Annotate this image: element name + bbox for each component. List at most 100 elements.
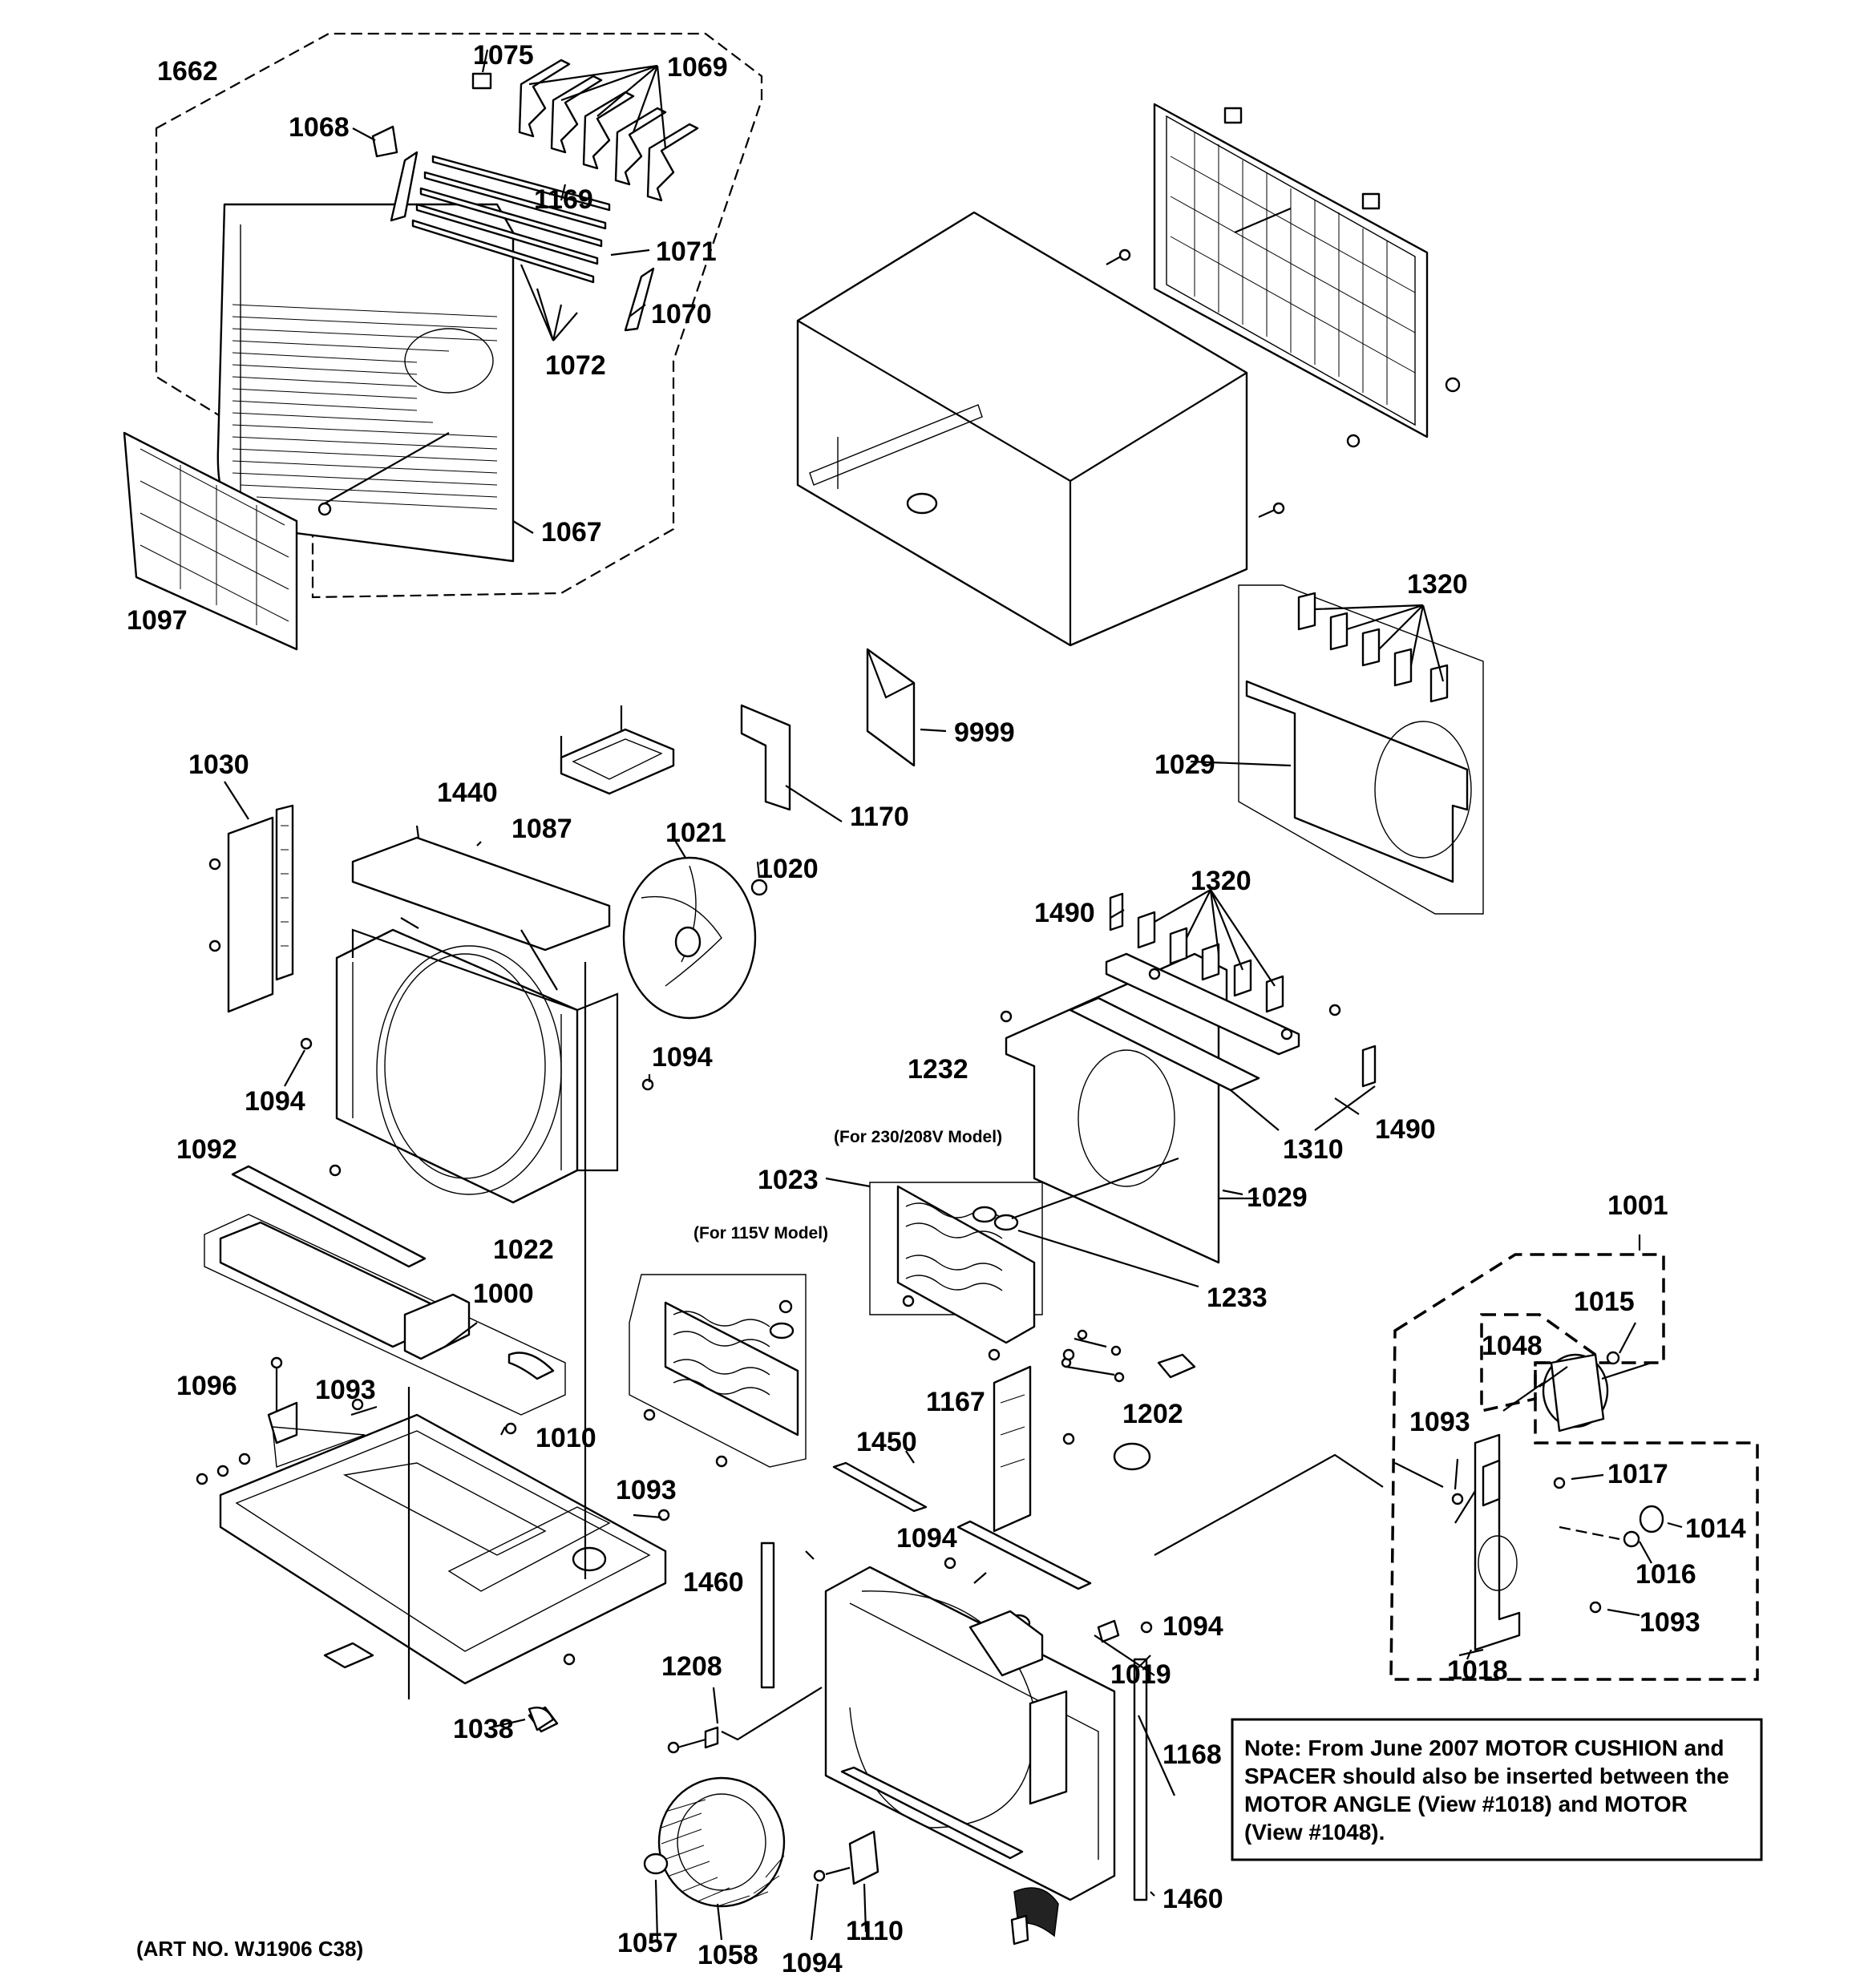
note-box: Note: From June 2007 MOTOR CUSHION and S… <box>1231 1718 1763 1861</box>
air-filter <box>123 431 298 651</box>
callout-1068: 1068 <box>289 112 350 143</box>
orifice-panel-upper <box>1190 584 1484 915</box>
callout-1094-c: 1094 <box>896 1523 957 1554</box>
callout-1072: 1072 <box>545 350 606 381</box>
bracket-1110 <box>848 1830 879 1885</box>
louver-clips <box>518 59 699 202</box>
callout-1075: 1075 <box>473 40 534 71</box>
callout-1070: 1070 <box>651 299 712 329</box>
blower-wheel-1058 <box>643 1776 786 1908</box>
seal-1460-right <box>1133 1658 1148 1901</box>
strip-1092 <box>231 1165 427 1268</box>
callout-1440: 1440 <box>437 778 498 808</box>
seal-1460-left <box>760 1542 775 1689</box>
callout-1093-d: 1093 <box>1640 1607 1700 1638</box>
callout-1232: 1232 <box>908 1054 968 1085</box>
seal-1450 <box>832 1461 928 1513</box>
callout-1094-d: 1094 <box>1162 1611 1223 1642</box>
callout-1093-c: 1093 <box>616 1475 677 1505</box>
callout-1169: 1169 <box>534 184 593 215</box>
callout-1110: 1110 <box>846 1916 904 1946</box>
fan-blade-1021 <box>622 856 768 1020</box>
drain-pan-1000 <box>204 1214 566 1416</box>
callout-1170: 1170 <box>850 802 909 832</box>
knob-ring <box>317 502 332 516</box>
bracket-1087 <box>560 728 675 795</box>
cabinet-wrapper <box>796 211 1285 647</box>
callout-1310: 1310 <box>1283 1134 1344 1165</box>
callout-1087: 1087 <box>512 814 572 844</box>
callout-1093-b: 1093 <box>1409 1407 1470 1437</box>
callout-1490-left: 1490 <box>1034 898 1095 928</box>
heater-115v <box>629 1274 807 1468</box>
motor-assembly-group <box>1389 1253 1759 1681</box>
clamp-1038 <box>528 1706 555 1731</box>
callout-1662: 1662 <box>157 56 218 87</box>
callouts: 1662 1075 1069 1068 1169 1071 1070 1072 … <box>127 40 1746 1978</box>
callout-1048: 1048 <box>1482 1331 1543 1361</box>
note-line-3: MOTOR ANGLE (View #1018) and MOTOR <box>1244 1792 1688 1816</box>
callout-1038: 1038 <box>453 1714 514 1744</box>
callout-1450: 1450 <box>856 1427 917 1457</box>
note-line-1: Note: From June 2007 MOTOR CUSHION and <box>1244 1735 1724 1760</box>
callout-1022: 1022 <box>493 1234 554 1265</box>
callout-1071: 1071 <box>656 236 717 267</box>
callout-1067: 1067 <box>541 517 602 548</box>
callout-1021: 1021 <box>665 818 726 848</box>
callout-1000: 1000 <box>473 1279 534 1309</box>
callout-1094-left: 1094 <box>245 1086 305 1117</box>
art-number: (ART NO. WJ1906 C38) <box>136 1937 363 1961</box>
callout-1014: 1014 <box>1685 1513 1746 1544</box>
callout-1023: 1023 <box>758 1165 819 1195</box>
callout-1017: 1017 <box>1607 1459 1668 1489</box>
orifice-panel-lower <box>1000 889 1377 1264</box>
note-line-2: SPACER should also be inserted between t… <box>1244 1764 1729 1788</box>
callout-1320-upper: 1320 <box>1407 569 1468 600</box>
callout-1001: 1001 <box>1607 1190 1668 1221</box>
capacitor-1096 <box>267 1401 298 1445</box>
callout-1490-right: 1490 <box>1375 1114 1436 1145</box>
callout-1058: 1058 <box>698 1940 758 1970</box>
clip-1075 <box>471 72 492 90</box>
callout-1010: 1010 <box>536 1423 596 1453</box>
callout-1097: 1097 <box>127 605 188 636</box>
callout-1029-lower: 1029 <box>1247 1182 1308 1213</box>
label-230v-model: (For 230/208V Model) <box>834 1128 1002 1146</box>
callout-1096: 1096 <box>176 1371 237 1401</box>
blower-housing <box>824 1557 1153 1901</box>
seal-strip-1310 <box>1069 996 1260 1092</box>
fan-shroud-1022 <box>300 928 654 1204</box>
callout-1202: 1202 <box>1122 1399 1183 1429</box>
top-cover-1440 <box>351 836 611 952</box>
bracket-1068 <box>371 125 398 158</box>
callout-9999: 9999 <box>954 717 1015 748</box>
front-grille-group <box>155 32 763 599</box>
bushing-1202 <box>1113 1442 1151 1471</box>
callout-1460-right: 1460 <box>1162 1884 1223 1914</box>
louver-blades <box>411 155 611 284</box>
callout-1016: 1016 <box>1636 1559 1696 1590</box>
label-115v-model: (For 115V Model) <box>693 1224 828 1242</box>
callout-1233: 1233 <box>1207 1283 1268 1313</box>
baffle-1167 <box>993 1365 1032 1533</box>
callout-1094-right: 1094 <box>652 1042 713 1073</box>
pivot-1070 <box>624 267 655 332</box>
callout-1167: 1167 <box>926 1387 985 1417</box>
callout-1029-upper: 1029 <box>1154 750 1215 780</box>
callout-1018: 1018 <box>1447 1655 1508 1686</box>
callout-1093-a: 1093 <box>315 1375 376 1405</box>
base-pan <box>196 962 670 1733</box>
callout-1019: 1019 <box>1110 1659 1171 1690</box>
callout-1015: 1015 <box>1574 1287 1635 1317</box>
bracket-1170 <box>740 704 791 811</box>
callout-1460-left: 1460 <box>683 1567 744 1598</box>
callout-1168: 1168 <box>1162 1740 1222 1770</box>
callout-1094-e: 1094 <box>782 1948 843 1978</box>
callout-1208: 1208 <box>661 1651 722 1682</box>
callout-1320-lower: 1320 <box>1191 866 1251 896</box>
rear-grille <box>1153 103 1461 448</box>
callout-1057: 1057 <box>617 1928 678 1958</box>
leader-lines <box>284 49 1641 1941</box>
